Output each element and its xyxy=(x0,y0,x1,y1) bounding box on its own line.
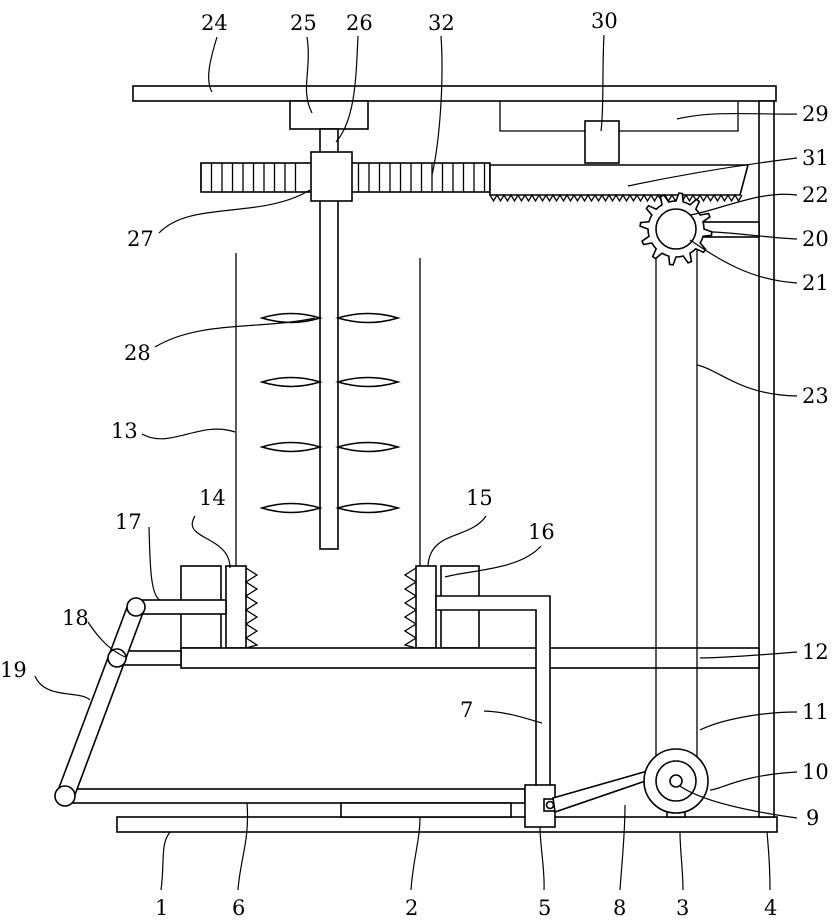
label-6: 6 xyxy=(232,896,245,920)
label-25: 25 xyxy=(290,11,317,35)
pivot-upper xyxy=(127,598,145,616)
label-9: 9 xyxy=(806,806,819,830)
label-28: 28 xyxy=(124,341,151,365)
label-11: 11 xyxy=(802,700,829,724)
swing-link xyxy=(57,602,144,800)
label-17: 17 xyxy=(115,510,142,534)
label-2: 2 xyxy=(405,896,418,920)
mixing-blade xyxy=(338,443,398,452)
pulley-axle xyxy=(670,775,682,787)
label-14: 14 xyxy=(199,486,226,510)
mixing-blade xyxy=(338,314,398,323)
label-1: 1 xyxy=(155,896,168,920)
left-push-rod xyxy=(135,600,226,614)
right-clamp-teeth xyxy=(405,568,416,648)
pivot-lower xyxy=(55,786,75,806)
label-20: 20 xyxy=(802,227,829,251)
right-column xyxy=(759,101,774,817)
label-8: 8 xyxy=(613,896,626,920)
label-5: 5 xyxy=(538,896,551,920)
label-31: 31 xyxy=(802,146,829,170)
slider-pin xyxy=(547,802,554,809)
mixing-blade xyxy=(262,504,320,513)
label-30: 30 xyxy=(591,9,618,33)
label-24: 24 xyxy=(201,11,228,35)
toothed-rack xyxy=(490,165,748,195)
label-10: 10 xyxy=(802,760,829,784)
label-16: 16 xyxy=(528,520,555,544)
label-12: 12 xyxy=(802,640,829,664)
label-22: 22 xyxy=(802,183,829,207)
label-23: 23 xyxy=(802,384,829,408)
label-26: 26 xyxy=(346,11,373,35)
label-7: 7 xyxy=(460,698,473,722)
base-plate xyxy=(117,817,777,832)
right-clamp-jaw xyxy=(416,566,436,648)
mixing-blade xyxy=(262,314,320,323)
mixing-blade xyxy=(338,504,398,513)
label-29: 29 xyxy=(802,102,829,126)
label-18: 18 xyxy=(62,606,89,630)
label-19: 19 xyxy=(0,658,27,682)
mixing-blade xyxy=(262,378,320,387)
label-32: 32 xyxy=(428,11,455,35)
left-clamp-teeth xyxy=(246,568,257,648)
guide-rail xyxy=(181,648,759,668)
rack-teeth xyxy=(490,195,742,201)
label-21: 21 xyxy=(802,271,829,295)
mixing-blade xyxy=(262,443,320,452)
pivot-middle xyxy=(108,649,126,667)
motor-block xyxy=(290,101,368,129)
top-plate xyxy=(133,86,776,101)
mixing-blade xyxy=(338,378,398,387)
label-3: 3 xyxy=(676,896,689,920)
gear-hub xyxy=(311,152,352,201)
left-clamp-jaw xyxy=(226,566,246,648)
bottom-push-rod xyxy=(65,789,525,803)
label-27: 27 xyxy=(127,227,154,251)
rack-tooth-row xyxy=(490,195,742,201)
label-15: 15 xyxy=(466,486,493,510)
label-4: 4 xyxy=(764,896,777,920)
label-13: 13 xyxy=(111,419,138,443)
slide-block xyxy=(341,803,511,817)
